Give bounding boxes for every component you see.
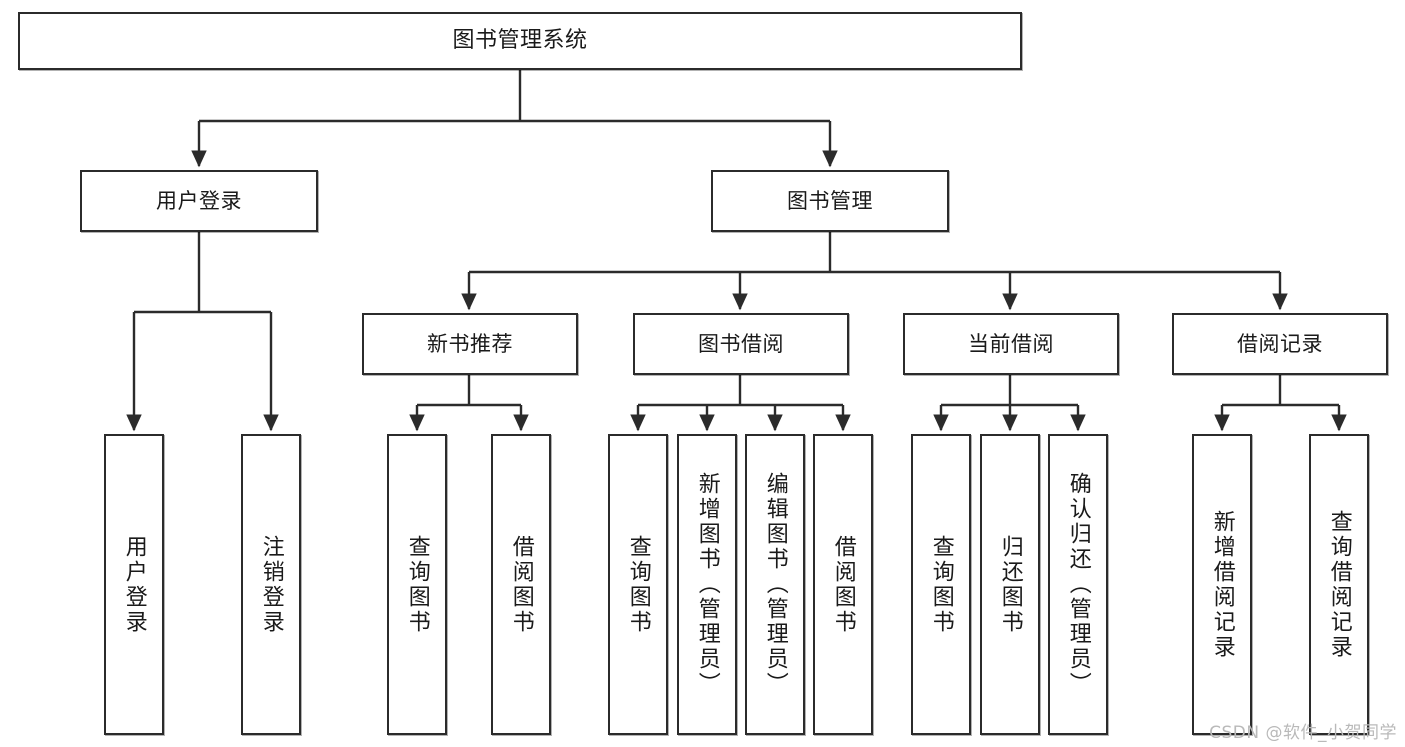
node-book-borrow-label: 图书借阅 [698,331,784,356]
leaf-book-borrow-edit[interactable]: 编辑图书（管理员） [745,434,805,735]
leaf-label: 新增借阅记录 [1209,509,1235,660]
node-root-label: 图书管理系统 [452,28,588,54]
node-book-management-label: 图书管理 [787,188,873,213]
node-current-borrow-label: 当前借阅 [968,331,1054,356]
leaf-label: 归还图书 [997,534,1023,635]
node-root[interactable]: 图书管理系统 [18,12,1022,70]
node-borrow-record-label: 借阅记录 [1237,331,1323,356]
leaf-label: 新增图书（管理员） [694,472,720,697]
leaf-book-borrow-add[interactable]: 新增图书（管理员） [677,434,737,735]
leaf-current-borrow-return[interactable]: 归还图书 [980,434,1040,735]
leaf-new-book-borrow[interactable]: 借阅图书 [491,434,551,735]
node-book-borrow[interactable]: 图书借阅 [633,313,849,375]
leaf-book-borrow-borrow[interactable]: 借阅图书 [813,434,873,735]
leaf-label: 查询图书 [404,534,430,635]
leaf-user-login-signout[interactable]: 注销登录 [241,434,301,735]
leaf-borrow-record-add[interactable]: 新增借阅记录 [1192,434,1252,735]
node-new-book-recommend-label: 新书推荐 [427,331,513,356]
node-book-management[interactable]: 图书管理 [711,170,949,232]
leaf-label: 编辑图书（管理员） [762,472,788,697]
leaf-label: 借阅图书 [508,534,534,635]
leaf-label: 查询图书 [928,534,954,635]
leaf-current-borrow-query[interactable]: 查询图书 [911,434,971,735]
node-borrow-record[interactable]: 借阅记录 [1172,313,1388,375]
node-current-borrow[interactable]: 当前借阅 [903,313,1119,375]
leaf-book-borrow-query[interactable]: 查询图书 [608,434,668,735]
leaf-user-login-signin[interactable]: 用户登录 [104,434,164,735]
leaf-new-book-query[interactable]: 查询图书 [387,434,447,735]
leaf-label: 查询图书 [625,534,651,635]
leaf-label: 查询借阅记录 [1326,509,1352,660]
leaf-label: 注销登录 [258,534,284,635]
leaf-label: 用户登录 [121,534,147,635]
leaf-borrow-record-query[interactable]: 查询借阅记录 [1309,434,1369,735]
csdn-watermark: CSDN @软件_小贺同学 [1209,723,1397,743]
node-user-login-label: 用户登录 [156,188,242,213]
node-user-login[interactable]: 用户登录 [80,170,318,232]
leaf-label: 确认归还（管理员） [1065,472,1091,697]
node-new-book-recommend[interactable]: 新书推荐 [362,313,578,375]
leaf-current-borrow-confirm-return[interactable]: 确认归还（管理员） [1048,434,1108,735]
leaf-label: 借阅图书 [830,534,856,635]
